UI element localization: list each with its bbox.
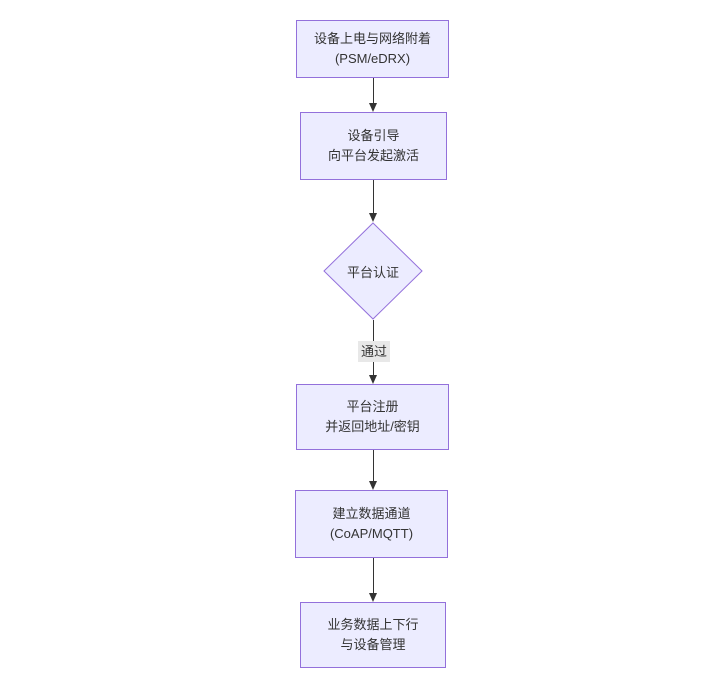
decision-platform-auth: 平台认证 <box>323 222 423 320</box>
node-power-attach-line1: 设备上电与网络附着 <box>313 31 431 46</box>
arrowhead-icon <box>369 481 377 490</box>
arrowhead-icon <box>369 103 377 112</box>
node-business-line1: 业务数据上下行 <box>327 617 419 632</box>
edge-power-to-bootstrap <box>373 78 374 104</box>
edge-label-pass: 通过 <box>357 341 391 362</box>
node-bootstrap: 设备引导 向平台发起激活 <box>300 112 447 180</box>
edge-bootstrap-to-auth <box>373 180 374 213</box>
node-data-channel: 建立数据通道 (CoAP/MQTT) <box>295 490 448 558</box>
arrowhead-icon <box>369 213 377 222</box>
edge-register-to-channel <box>373 450 374 481</box>
node-bootstrap-line2: 向平台发起激活 <box>327 148 419 163</box>
node-data-channel-line1: 建立数据通道 <box>332 506 411 521</box>
diamond-shape <box>323 222 423 320</box>
node-register-line1: 平台注册 <box>346 399 399 414</box>
node-power-attach-line2: (PSM/eDRX) <box>334 51 411 66</box>
node-register-line2: 并返回地址/密钥 <box>325 419 420 434</box>
node-register: 平台注册 并返回地址/密钥 <box>296 384 449 450</box>
node-power-attach: 设备上电与网络附着 (PSM/eDRX) <box>296 20 449 78</box>
node-bootstrap-line1: 设备引导 <box>347 128 400 143</box>
node-business: 业务数据上下行 与设备管理 <box>300 602 446 668</box>
node-data-channel-line2: (CoAP/MQTT) <box>329 526 414 541</box>
edge-channel-to-business <box>373 558 374 593</box>
node-business-line2: 与设备管理 <box>340 637 406 652</box>
arrowhead-icon <box>369 593 377 602</box>
arrowhead-icon <box>369 375 377 384</box>
decision-platform-auth-label: 平台认证 <box>346 264 399 280</box>
